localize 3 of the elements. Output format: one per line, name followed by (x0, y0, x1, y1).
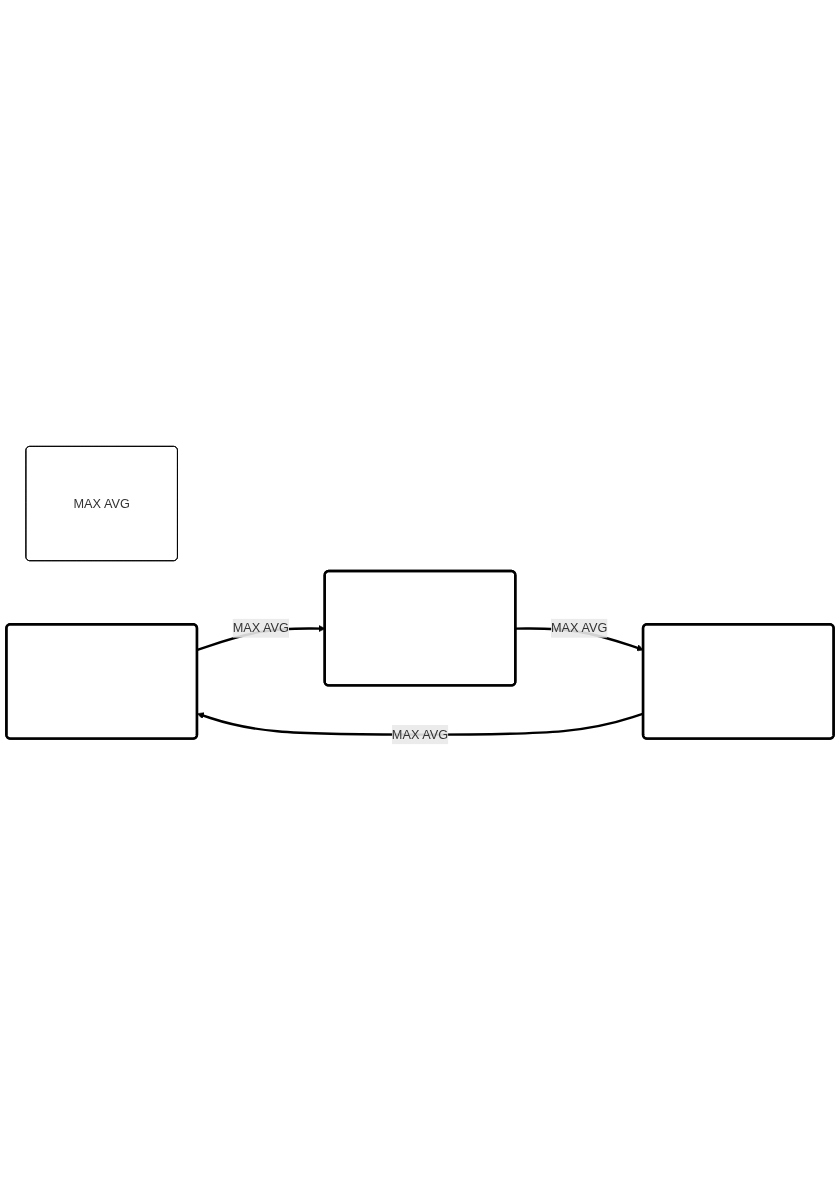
edge-label: MAX AVG (232, 620, 289, 635)
edge-label: MAX AVG (551, 620, 608, 635)
edge-label: MAX AVG (391, 727, 449, 741)
